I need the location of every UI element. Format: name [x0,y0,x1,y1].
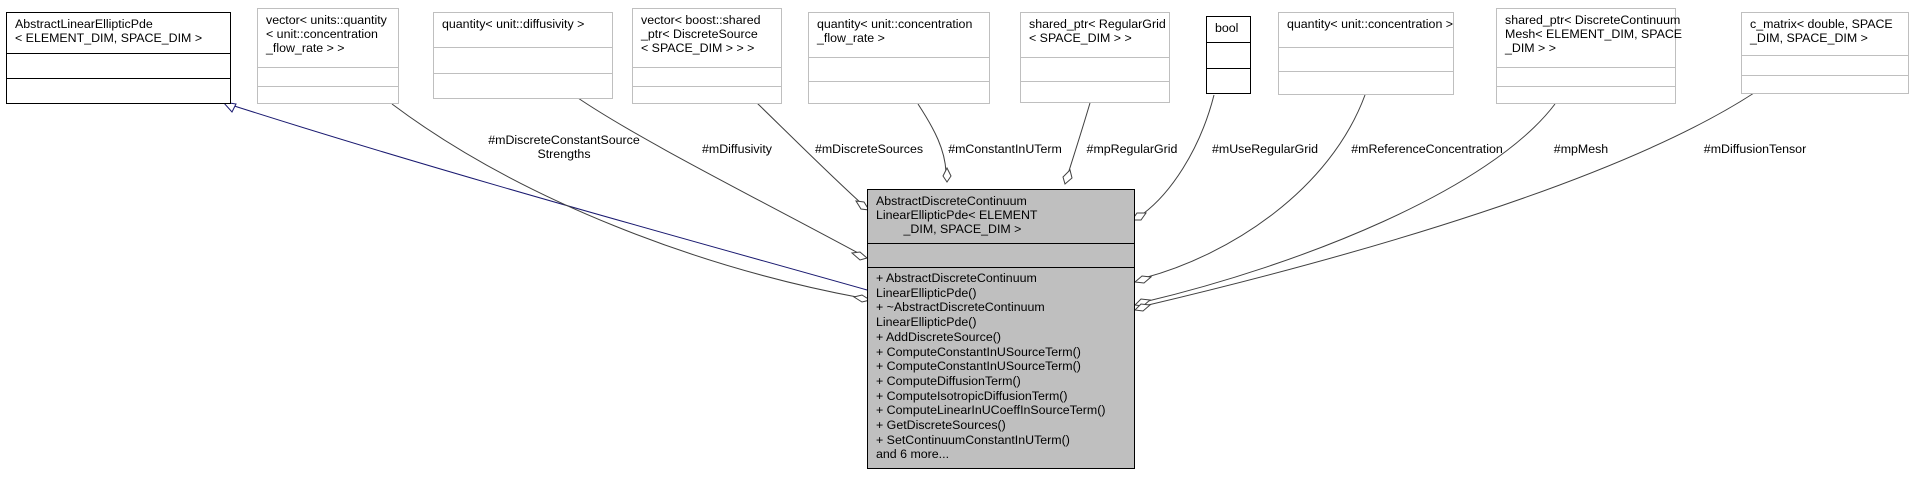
class-title: vector< units::quantity < unit::concentr… [266,13,387,55]
class-methods-section [1021,81,1169,95]
edge-label-regular-grid: #mpRegularGrid [1086,142,1178,156]
class-box-use-regular-grid[interactable]: bool [1206,16,1251,94]
edge-label-discrete-constant-source-strengths: #mDiscreteConstantSource Strengths [488,133,640,161]
association-edge-constant-in-u-term [917,103,952,183]
class-title: quantity< unit::diffusivity > [442,17,585,31]
class-methods-section [1742,75,1908,89]
class-attributes-section [7,53,230,78]
class-title: AbstractDiscreteContinuum LinearElliptic… [876,194,1038,236]
method-item: + AbstractDiscreteContinuum [876,271,1037,285]
method-item: + ComputeConstantInUSourceTerm() [876,359,1081,374]
class-box-discrete-constant-source-strengths[interactable]: vector< units::quantity < unit::concentr… [257,8,399,104]
class-attributes-section [868,243,1134,267]
class-methods-section [1279,71,1453,85]
class-methods-section [434,73,612,87]
class-attributes-section [258,67,398,86]
class-box-main[interactable]: AbstractDiscreteContinuum LinearElliptic… [867,189,1135,469]
class-title: shared_ptr< DiscreteContinuum Mesh< ELEM… [1505,13,1683,55]
class-title: quantity< unit::concentration _flow_rate… [817,17,973,45]
class-box-mesh[interactable]: shared_ptr< DiscreteContinuum Mesh< ELEM… [1496,8,1683,104]
class-attributes-section [1207,42,1250,68]
method-item: + AddDiscreteSource() [876,329,1001,344]
association-edge-discrete-sources [756,102,870,211]
method-item: LinearEllipticPde() [876,285,977,300]
class-attributes-section [1279,47,1453,71]
class-attributes-section [1742,55,1908,75]
method-item: and 6 more... [876,447,950,462]
class-attributes-section [809,57,989,81]
class-attributes-section [434,47,612,73]
class-title: bool [1215,21,1239,35]
class-attributes-section [633,67,781,86]
class-methods-section [1207,68,1250,82]
edge-label-reference-concentration: #mReferenceConcentration [1351,142,1503,156]
method-item: + ComputeIsotropicDiffusionTerm() [876,388,1068,403]
method-item: + ComputeConstantInUSourceTerm() [876,344,1081,359]
association-edge-use-regular-grid [1131,94,1215,221]
class-title: AbstractLinearEllipticPde < ELEMENT_DIM,… [15,17,203,45]
class-methods-section [633,86,781,100]
edge-label-mesh: #mpMesh [1553,142,1609,156]
method-item: + ~AbstractDiscreteContinuum [876,300,1045,315]
method-item: LinearEllipticPde() [876,315,977,330]
association-edge-diffusion-tensor [1133,92,1755,312]
method-item: + GetDiscreteSources() [876,418,1006,433]
class-methods-section [1497,86,1675,100]
association-edge-mesh [1133,103,1556,307]
edge-label-use-regular-grid: #mUseRegularGrid [1211,142,1319,156]
class-title: c_matrix< double, SPACE _DIM, SPACE_DIM … [1750,17,1893,45]
class-box-discrete-sources[interactable]: vector< boost::shared _ptr< DiscreteSour… [632,8,782,104]
method-item: + SetContinuumConstantInUTerm() [876,432,1070,447]
class-title: quantity< unit::concentration > [1287,17,1454,31]
class-title: vector< boost::shared _ptr< DiscreteSour… [641,13,761,55]
association-edge-reference-concentration [1133,94,1366,284]
association-edge-regular-grid [1062,102,1091,185]
class-methods-section [809,81,989,95]
class-box-diffusivity[interactable]: quantity< unit::diffusivity > [433,12,613,99]
class-attributes-section [1021,57,1169,81]
edge-label-diffusion-tensor: #mDiffusionTensor [1703,142,1807,156]
method-item: + ComputeDiffusionTerm() [876,373,1021,388]
edge-label-constant-in-u-term: #mConstantInUTerm [948,142,1062,156]
association-edge-diffusivity [577,97,869,261]
method-item: + ComputeLinearInUCoeffInSourceTerm() [876,403,1106,418]
association-edge-discrete-constant-source-strengths [391,103,872,303]
class-box-diffusion-tensor[interactable]: c_matrix< double, SPACE _DIM, SPACE_DIM … [1741,12,1909,94]
class-box-base[interactable]: AbstractLinearEllipticPde < ELEMENT_DIM,… [6,12,231,104]
class-box-regular-grid[interactable]: shared_ptr< RegularGrid < SPACE_DIM > > [1020,12,1170,103]
class-attributes-section [1497,67,1675,86]
class-methods-section [258,86,398,100]
class-methods-section [7,78,230,92]
edge-label-diffusivity: #mDiffusivity [702,142,772,156]
class-box-reference-concentration[interactable]: quantity< unit::concentration > [1278,12,1454,95]
class-title: shared_ptr< RegularGrid < SPACE_DIM > > [1029,17,1166,45]
edge-label-discrete-sources: #mDiscreteSources [814,142,924,156]
class-box-constant-in-u-term[interactable]: quantity< unit::concentration _flow_rate… [808,12,990,104]
